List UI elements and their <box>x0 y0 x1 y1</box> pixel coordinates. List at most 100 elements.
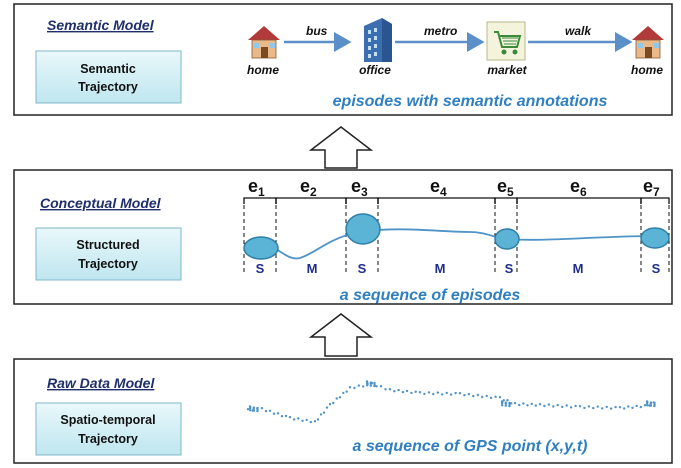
gps-point <box>481 395 484 399</box>
gps-point <box>373 381 376 385</box>
gps-point <box>316 418 320 421</box>
gps-point <box>646 401 649 404</box>
gps-point <box>498 396 502 399</box>
gps-point <box>623 407 626 410</box>
semantic-box-line1: Semantic <box>80 62 136 76</box>
gps-point <box>592 406 595 410</box>
gps-point <box>309 420 312 424</box>
gps-point <box>578 405 582 408</box>
structured-box-line1: Structured <box>76 238 139 252</box>
gps-point <box>538 403 542 406</box>
gps-point <box>653 401 656 405</box>
gps-point <box>565 404 568 407</box>
gps-point <box>268 409 272 412</box>
up-arrow-semantic <box>308 126 374 169</box>
gps-point <box>454 391 457 395</box>
episode-type-e1: S <box>256 261 265 276</box>
gps-point <box>397 388 400 392</box>
gps-point <box>449 393 453 396</box>
mode-label-metro: metro <box>424 24 457 38</box>
semantic-model-title: Semantic Model <box>47 17 155 33</box>
gps-point <box>653 403 656 407</box>
gps-point <box>635 404 638 408</box>
place-label-market: market <box>487 63 527 77</box>
gps-point <box>418 391 422 394</box>
episode-label-e1: e1 <box>248 176 265 199</box>
gps-point <box>322 411 326 414</box>
gps-point <box>502 399 505 402</box>
gps-point <box>534 404 537 407</box>
gps-point <box>518 403 521 407</box>
semantic-caption: episodes with semantic annotations <box>333 93 608 110</box>
gps-point <box>467 392 471 396</box>
gps-point <box>552 405 555 408</box>
gps-point <box>369 381 373 384</box>
gps-point <box>357 384 360 387</box>
gps-point <box>272 412 276 415</box>
gps-point <box>601 407 604 410</box>
conceptual-model-title: Conceptual Model <box>40 195 162 211</box>
gps-point <box>530 402 533 406</box>
gps-point <box>288 416 292 419</box>
gps-point <box>513 402 517 405</box>
gps-point <box>489 396 493 400</box>
gps-point <box>366 384 369 387</box>
gps-point <box>463 394 466 397</box>
gps-point <box>353 386 356 390</box>
mode-label-bus: bus <box>306 24 328 38</box>
gps-point <box>646 404 649 407</box>
spatio-temporal-trajectory-box <box>35 402 182 456</box>
gps-point <box>260 407 264 410</box>
gps-point <box>485 394 488 398</box>
gps-point <box>369 384 372 387</box>
place-label-home-end: home <box>631 63 663 77</box>
gps-point <box>436 391 439 394</box>
gps-point <box>556 403 559 407</box>
gps-point <box>614 405 617 409</box>
episode-label-e5: e5 <box>497 176 514 199</box>
gps-point <box>256 406 259 410</box>
gps-point <box>393 390 396 393</box>
gps-point <box>569 406 573 409</box>
gps-point <box>596 405 599 408</box>
gps-point <box>246 408 250 411</box>
gps-point <box>348 386 352 389</box>
gps-point <box>301 419 304 422</box>
house-icon <box>248 26 280 59</box>
stop-episode-e5 <box>494 228 520 250</box>
gps-point <box>414 390 417 393</box>
gps-point <box>476 393 479 397</box>
gps-point <box>276 412 280 415</box>
gps-point <box>574 404 577 408</box>
gps-point <box>561 405 564 409</box>
gps-point <box>508 401 511 405</box>
gps-point <box>328 403 332 406</box>
raw-caption: a sequence of GPS point (x,y,t) <box>353 438 588 455</box>
gps-point <box>522 402 525 405</box>
episode-label-e7: e7 <box>643 176 660 199</box>
gps-point <box>305 418 308 422</box>
structured-trajectory-line <box>257 228 656 260</box>
gps-point <box>427 391 431 394</box>
gps-point <box>543 404 546 408</box>
gps-point <box>441 393 444 396</box>
structured-trajectory-box <box>35 227 182 281</box>
gps-point <box>605 405 608 409</box>
conceptual-caption: a sequence of episodes <box>340 287 521 304</box>
gps-point <box>297 417 300 420</box>
gps-point <box>506 399 509 402</box>
episode-type-e6: M <box>573 261 584 276</box>
gps-point <box>445 391 448 395</box>
gps-point <box>504 401 508 404</box>
stop-episode-e1 <box>243 236 279 260</box>
gps-point <box>501 404 504 407</box>
gps-point <box>342 391 345 395</box>
gps-point <box>494 395 497 398</box>
place-label-home: home <box>247 63 279 77</box>
gps-point <box>249 406 252 409</box>
gps-point <box>362 385 365 388</box>
structured-box-line2: Trajectory <box>78 257 138 271</box>
gps-point <box>631 406 634 409</box>
gps-point <box>458 392 462 395</box>
